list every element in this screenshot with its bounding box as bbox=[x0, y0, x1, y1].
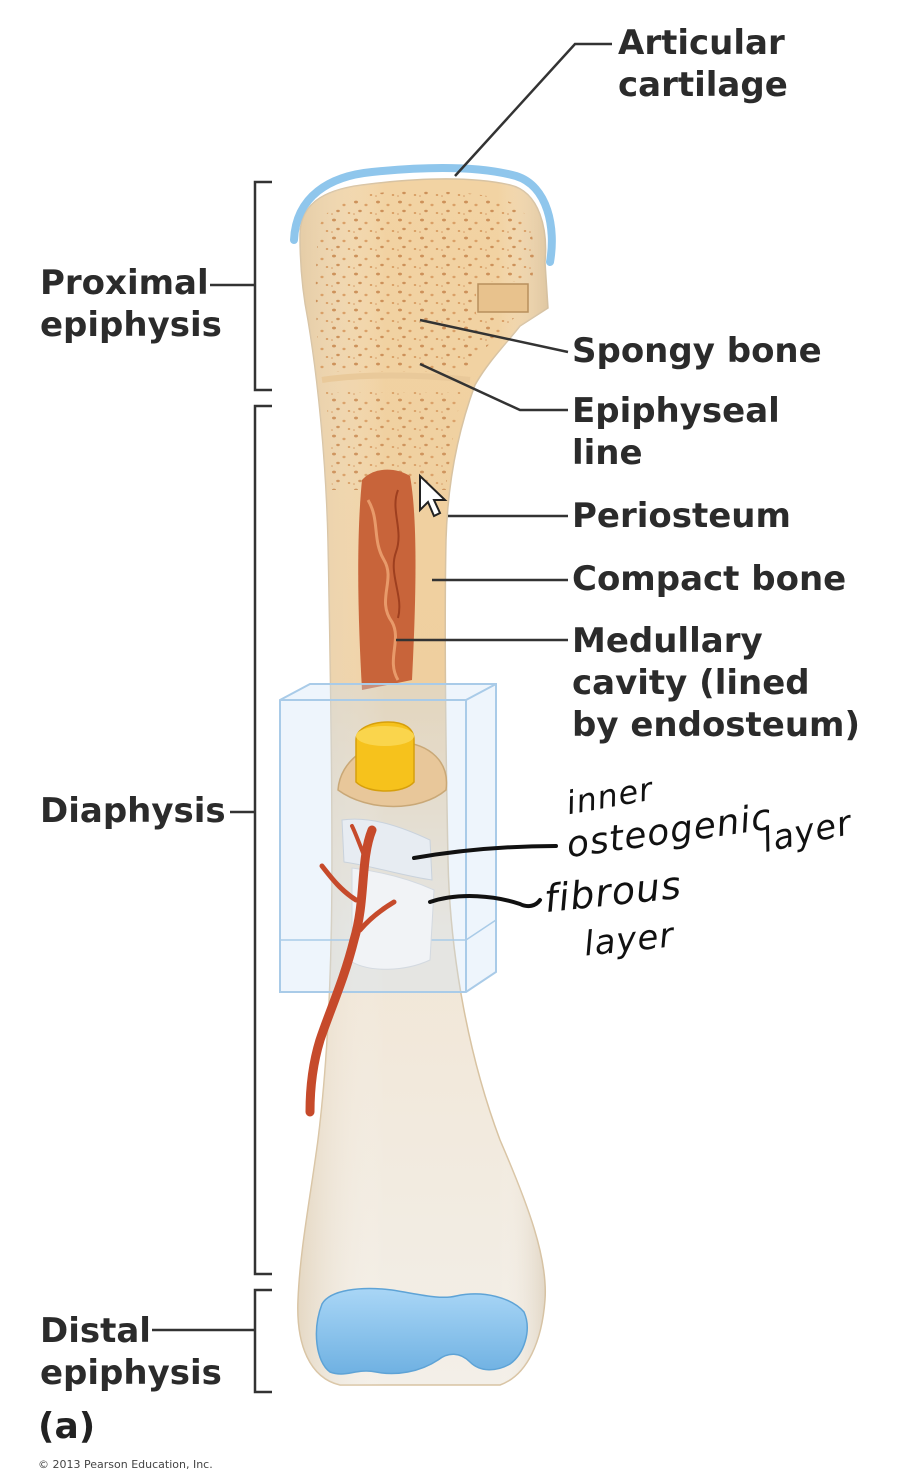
label-proximal-line-1: Proximal bbox=[40, 263, 209, 303]
label-proximal-epiphysis: Proximal epiphysis bbox=[40, 262, 222, 346]
leader-articular-cartilage bbox=[454, 42, 612, 177]
label-compact-bone: Compact bone bbox=[572, 559, 847, 599]
nutrient-artery bbox=[305, 825, 377, 1117]
articular-cartilage-cap bbox=[290, 163, 556, 266]
bracket-proximal-epiphysis bbox=[253, 180, 272, 392]
hand-leader-fibrous bbox=[428, 894, 542, 909]
label-distal-line-2: epiphysis bbox=[40, 1353, 222, 1393]
leader-spongy-bone bbox=[419, 318, 569, 354]
inset-box-floor bbox=[280, 919, 497, 941]
label-medullary-cavity: Medullary cavity (lined by endosteum) bbox=[572, 620, 860, 746]
label-diaphysis: Diaphysis bbox=[40, 791, 226, 831]
yellow-marrow-top bbox=[356, 726, 414, 746]
marrow-texture bbox=[366, 499, 400, 681]
label-epiphyseal-line: Epiphyseal line bbox=[572, 390, 780, 474]
leader-epiphyseal-line bbox=[419, 362, 568, 412]
marrow-texture-2 bbox=[392, 489, 401, 619]
label-articular-line-2: cartilage bbox=[618, 65, 788, 105]
label-periosteum: Periosteum bbox=[572, 496, 791, 536]
label-articular-cartilage: Articular cartilage bbox=[618, 22, 788, 106]
label-proximal-line-2: epiphysis bbox=[40, 305, 222, 345]
bracket-distal-epiphysis bbox=[253, 1288, 272, 1394]
bracket-diaphysis bbox=[253, 404, 272, 1276]
fibrous-layer bbox=[351, 867, 435, 970]
copyright-notice: © 2013 Pearson Education, Inc. bbox=[38, 1458, 213, 1471]
label-distal-epiphysis: Distal epiphysis bbox=[40, 1310, 222, 1394]
label-medullary-line-2: cavity (lined bbox=[572, 663, 810, 703]
label-medullary-line-1: Medullary bbox=[572, 621, 763, 661]
head-notch bbox=[477, 283, 529, 313]
label-articular-line-1: Articular bbox=[618, 23, 785, 63]
spongy-bone-lower bbox=[326, 392, 462, 490]
label-epiphyseal-line-2: line bbox=[572, 433, 643, 473]
mouse-pointer-icon bbox=[419, 473, 448, 518]
artery-branch-2 bbox=[357, 899, 397, 933]
hand-leader-osteogenic bbox=[412, 844, 558, 860]
label-epiphyseal-line-1: Epiphyseal bbox=[572, 391, 780, 431]
artery-branch-3 bbox=[350, 824, 368, 862]
label-distal-line-1: Distal bbox=[40, 1311, 151, 1351]
figure-id: (a) bbox=[38, 1406, 96, 1447]
distal-articular-cartilage bbox=[315, 1287, 528, 1375]
label-spongy-bone: Spongy bone bbox=[572, 331, 822, 371]
label-medullary-line-3: by endosteum) bbox=[572, 705, 861, 745]
artery-branch-1 bbox=[319, 863, 359, 903]
spongy-bone-region bbox=[315, 191, 534, 372]
